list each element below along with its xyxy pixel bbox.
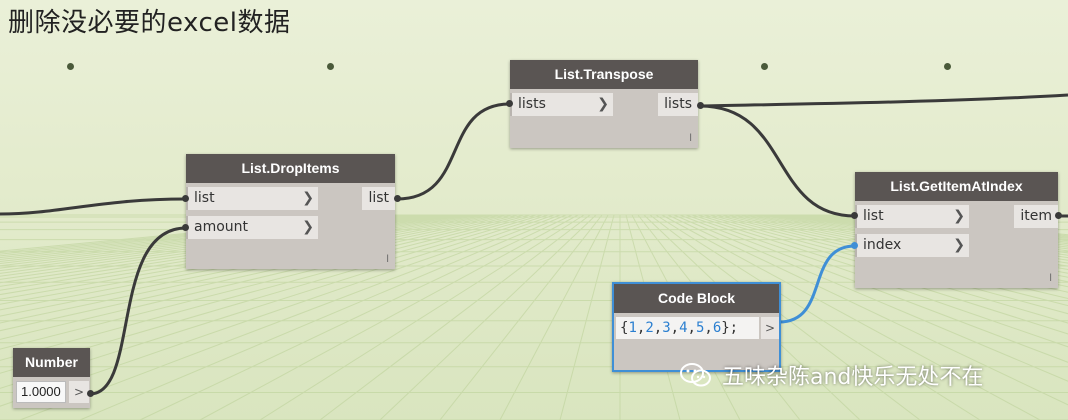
chevron-right-icon: ❯ xyxy=(302,219,314,235)
code-comma: , xyxy=(636,320,646,336)
wire-number-to-amount[interactable] xyxy=(89,226,187,396)
wire-transpose-to-getitem[interactable] xyxy=(699,104,856,218)
input-port-list[interactable]: list ❯ xyxy=(855,205,969,228)
node-title[interactable]: Code Block xyxy=(614,284,779,313)
page-title: 删除没必要的excel数据 xyxy=(8,8,291,38)
number-input[interactable]: 1.0000 xyxy=(16,381,66,403)
node-list-transpose[interactable]: List.Transpose lists ❯ lists l xyxy=(510,60,698,148)
watermark: 五味杂陈and快乐无处不在 xyxy=(680,358,983,392)
canvas-marker-dot xyxy=(327,63,334,70)
wire-transpose-to-output[interactable] xyxy=(699,93,1068,108)
port-label: index xyxy=(863,237,902,253)
wire-dropitems-to-transpose[interactable] xyxy=(396,102,511,201)
port-label: amount xyxy=(194,219,249,235)
connector-dot[interactable] xyxy=(1055,212,1062,219)
node-code-block[interactable]: Code Block {1,2,3,4,5,6}; > xyxy=(612,282,781,372)
canvas-marker-dot xyxy=(944,63,951,70)
wire-codeblock-to-index[interactable] xyxy=(778,244,856,324)
output-port-item[interactable]: item xyxy=(1014,205,1058,228)
connector-dot[interactable] xyxy=(182,195,189,202)
connector-dot[interactable] xyxy=(851,212,858,219)
input-port-index[interactable]: index ❯ xyxy=(855,234,969,257)
output-port-arrow[interactable]: > xyxy=(69,381,89,403)
wechat-icon xyxy=(680,362,712,388)
lacing-indicator[interactable]: l xyxy=(386,254,389,265)
canvas-marker-dot xyxy=(761,63,768,70)
code-value: 4 xyxy=(679,320,688,336)
node-number[interactable]: Number 1.0000 > xyxy=(13,348,90,408)
output-port-lists[interactable]: lists xyxy=(658,93,698,116)
chevron-right-icon: ❯ xyxy=(953,208,965,224)
output-port-arrow[interactable]: > xyxy=(761,317,779,339)
connector-dot[interactable] xyxy=(394,195,401,202)
code-comma: , xyxy=(704,320,713,336)
code-editor[interactable]: {1,2,3,4,5,6}; xyxy=(616,317,759,339)
node-list-dropitems[interactable]: List.DropItems list ❯ amount ❯ list l xyxy=(186,154,395,269)
input-port-amount[interactable]: amount ❯ xyxy=(186,216,318,239)
code-comma: , xyxy=(687,320,696,336)
connector-dot[interactable] xyxy=(697,102,704,109)
port-label: list xyxy=(368,190,389,206)
watermark-text: 五味杂陈and快乐无处不在 xyxy=(722,365,984,390)
port-label: item xyxy=(1020,208,1052,224)
connector-dot[interactable] xyxy=(182,224,189,231)
code-value: 1 xyxy=(628,320,637,336)
node-title[interactable]: List.DropItems xyxy=(186,154,395,183)
port-label: lists xyxy=(518,96,546,112)
node-title[interactable]: List.GetItemAtIndex xyxy=(855,172,1058,201)
connector-dot[interactable] xyxy=(506,100,513,107)
chevron-right-icon: ❯ xyxy=(302,190,314,206)
node-list-getitematindex[interactable]: List.GetItemAtIndex list ❯ index ❯ item … xyxy=(855,172,1058,288)
port-label: lists xyxy=(664,96,692,112)
port-label: list xyxy=(194,190,215,206)
input-port-lists[interactable]: lists ❯ xyxy=(510,93,613,116)
chevron-right-icon: ❯ xyxy=(953,237,965,253)
chevron-right-icon: ❯ xyxy=(597,96,609,112)
code-value: 6 xyxy=(712,320,722,336)
node-title[interactable]: List.Transpose xyxy=(510,60,698,89)
code-value: 3 xyxy=(662,320,671,336)
code-value: 2 xyxy=(645,320,654,336)
connector-dot[interactable] xyxy=(87,390,94,397)
code-comma: , xyxy=(670,320,680,336)
code-value: 5 xyxy=(695,320,705,336)
wire-input-to-dropitems-list[interactable] xyxy=(0,197,187,216)
input-port-list[interactable]: list ❯ xyxy=(186,187,318,210)
code-brace-close: }; xyxy=(721,320,739,336)
connector-dot[interactable] xyxy=(851,242,858,249)
canvas-marker-dot xyxy=(67,63,74,70)
code-comma: , xyxy=(653,320,663,336)
node-title[interactable]: Number xyxy=(13,348,90,377)
lacing-indicator[interactable]: l xyxy=(689,133,692,144)
code-brace-open: { xyxy=(620,320,629,336)
output-port-list[interactable]: list xyxy=(362,187,395,210)
port-label: list xyxy=(863,208,884,224)
lacing-indicator[interactable]: l xyxy=(1049,273,1052,284)
